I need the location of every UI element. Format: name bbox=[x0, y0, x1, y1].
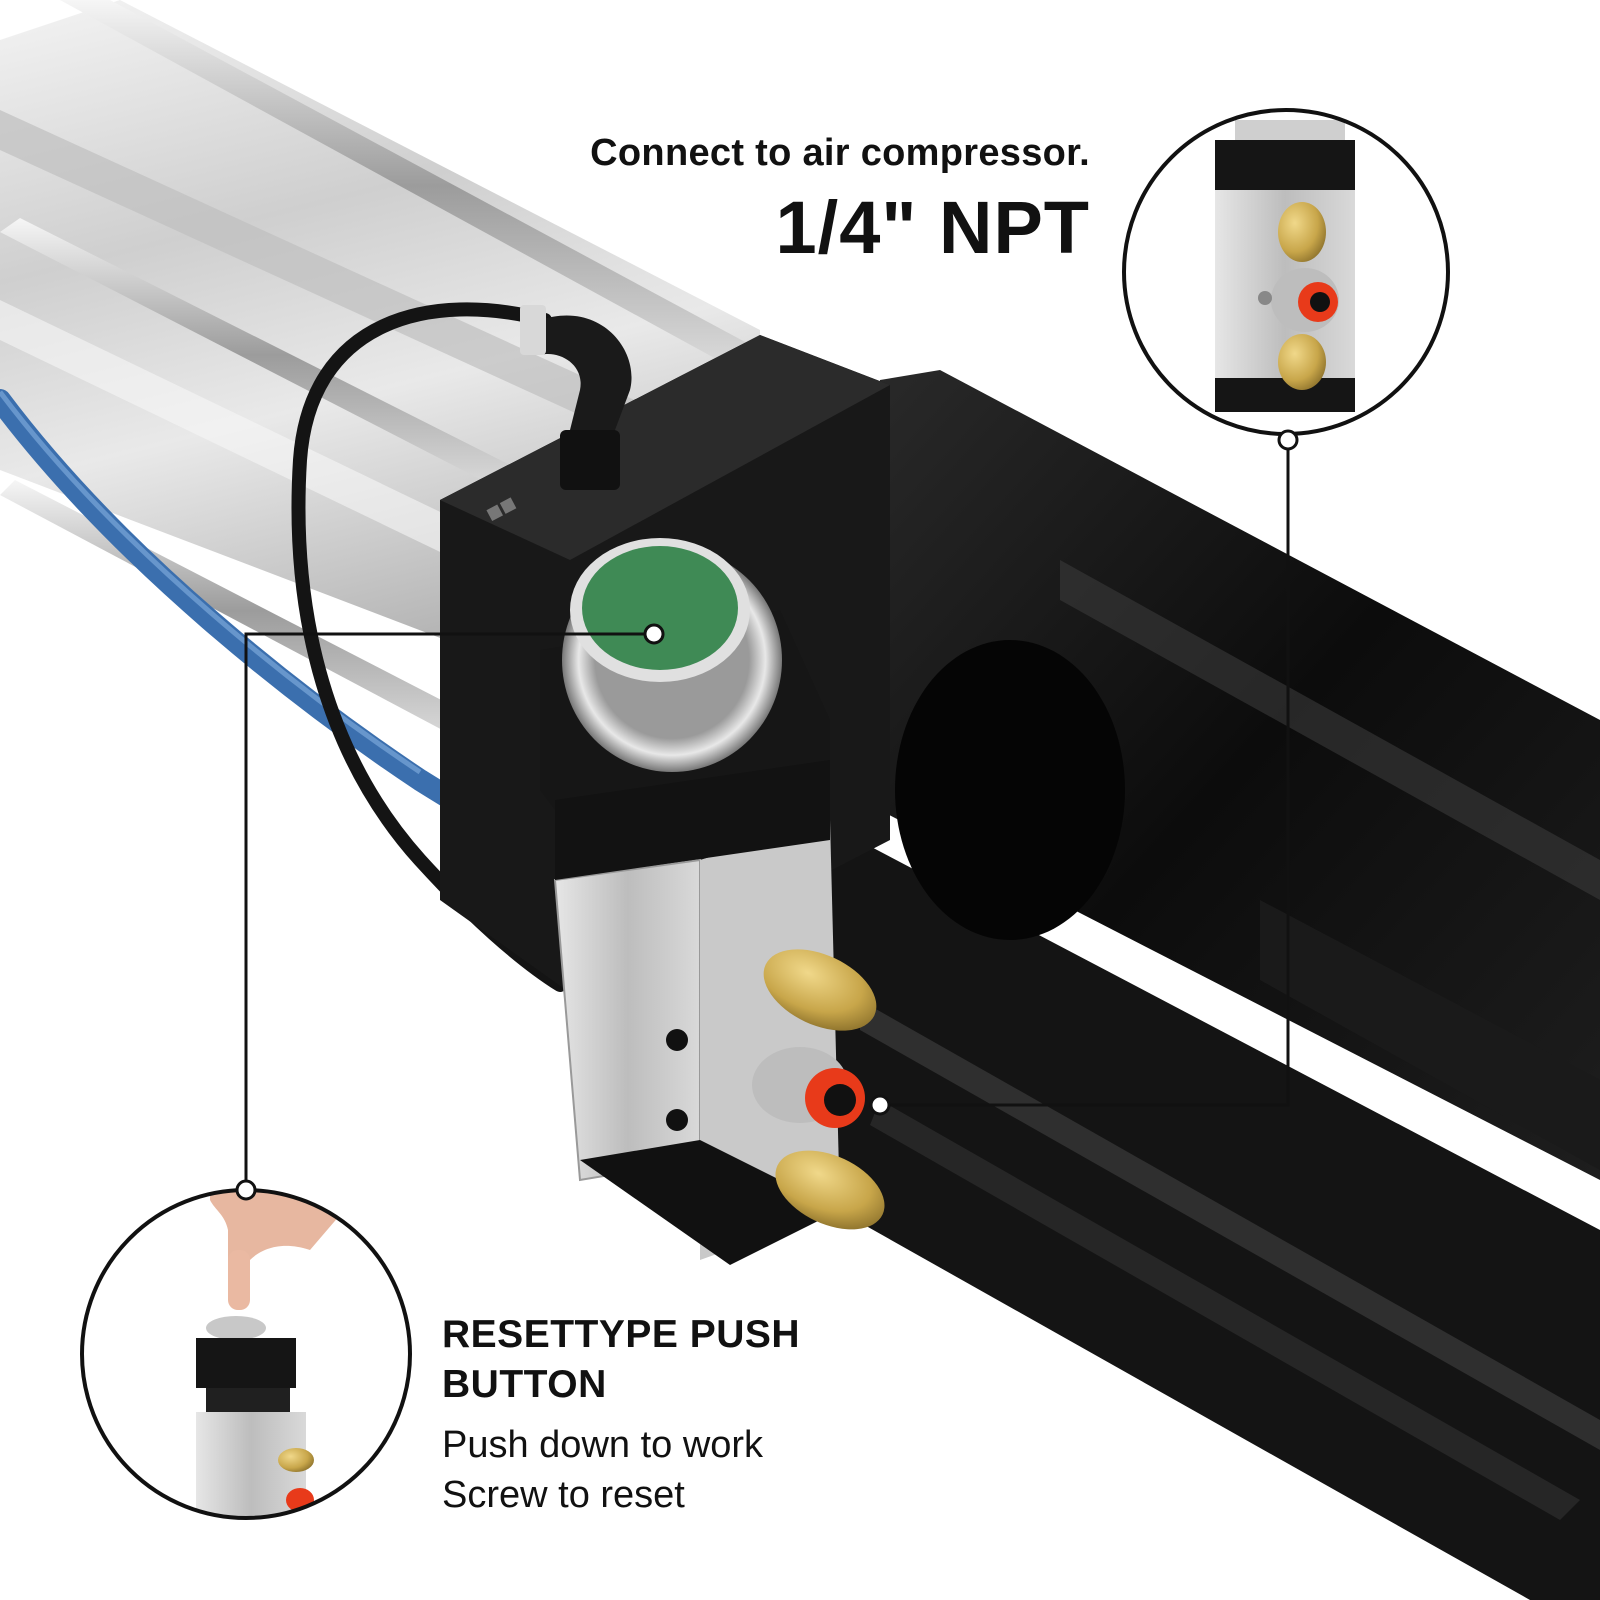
air-inlet-callout: Connect to air compressor. 1/4" NPT bbox=[440, 132, 1090, 270]
elbow-fitting bbox=[520, 305, 632, 490]
air-inlet-instruction: Connect to air compressor. bbox=[590, 132, 1090, 174]
push-button-title: RESETTYPE PUSH BUTTON bbox=[442, 1313, 801, 1406]
push-button-callout: RESETTYPE PUSH BUTTON Push down to work … bbox=[442, 1310, 902, 1520]
black-frame bbox=[820, 370, 1600, 1600]
push-button-instruction-1: Push down to work bbox=[442, 1424, 764, 1466]
valve-block bbox=[553, 760, 840, 1265]
thread-size-label: 1/4" NPT bbox=[775, 186, 1090, 269]
push-button-instruction-2: Screw to reset bbox=[442, 1474, 685, 1516]
red-fitting bbox=[752, 1047, 865, 1128]
brass-silencers bbox=[763, 949, 885, 1230]
leader-lines bbox=[235, 429, 1299, 1201]
valve-detail-circle bbox=[1122, 108, 1450, 436]
button-detail-circle bbox=[80, 1188, 412, 1520]
